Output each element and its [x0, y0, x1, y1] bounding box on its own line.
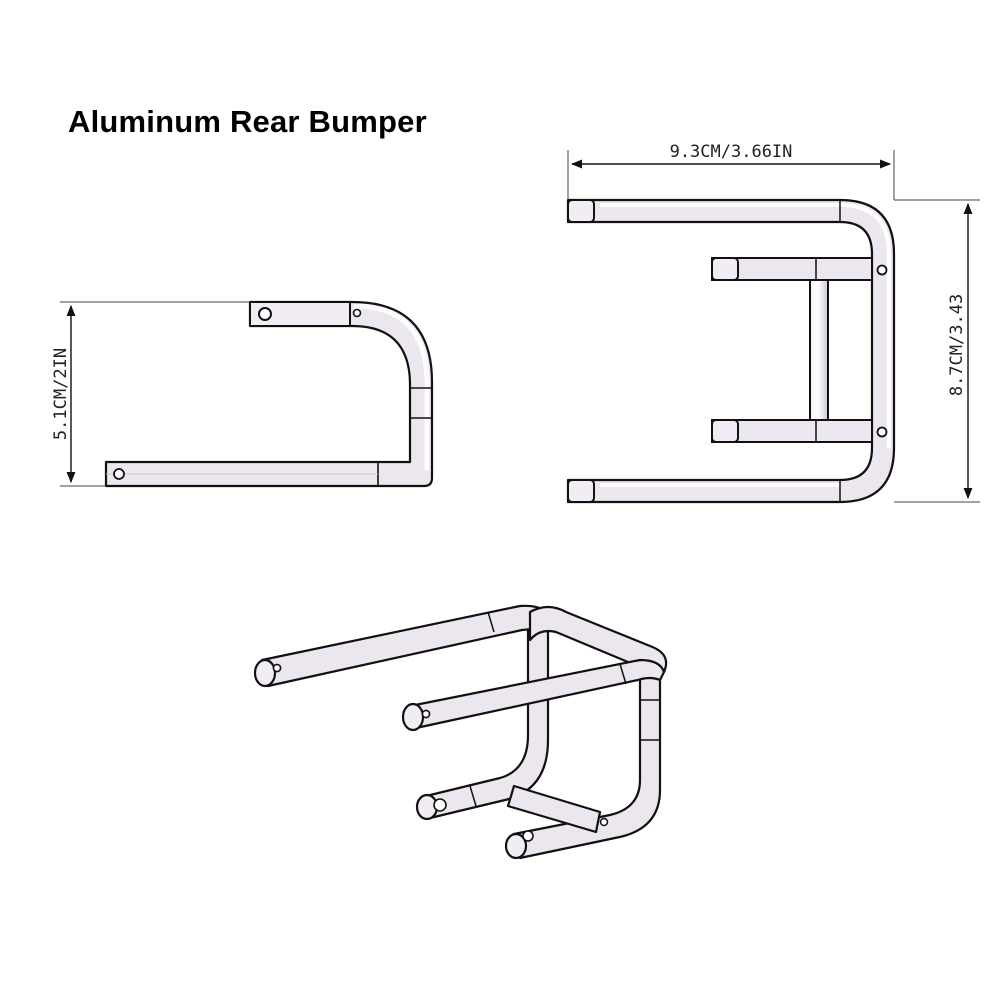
iso-end-cap-2: [401, 702, 425, 732]
iso-end-cap-1: [253, 658, 277, 688]
top-depth-label: 8.7CM/3.43: [947, 294, 967, 396]
top-view-left-cap-lower: [567, 479, 595, 503]
side-view-bottom-hole: [113, 468, 125, 480]
top-view: 9.3CM/3.66IN 8.7CM/3.43: [566, 142, 980, 504]
iso-long-bar-mid: [408, 658, 666, 730]
top-width-label: 9.3CM/3.66IN: [670, 142, 793, 162]
iso-long-bar-left: [260, 604, 554, 688]
iso-lower-brace: [506, 784, 602, 834]
side-view-top-hole: [258, 307, 272, 321]
side-height-label: 5.1CM/2IN: [51, 348, 71, 440]
top-view-cross-brace: [809, 279, 829, 421]
page-title: Aluminum Rear Bumper: [68, 104, 427, 139]
iso-end-cap-4: [504, 832, 528, 860]
isometric-view: [253, 604, 668, 860]
side-view: 5.1CM/2IN: [51, 300, 434, 488]
top-view-left-cap-upper: [567, 199, 595, 223]
side-view-tube: [104, 300, 434, 488]
top-view-outer-tube: [566, 198, 896, 504]
